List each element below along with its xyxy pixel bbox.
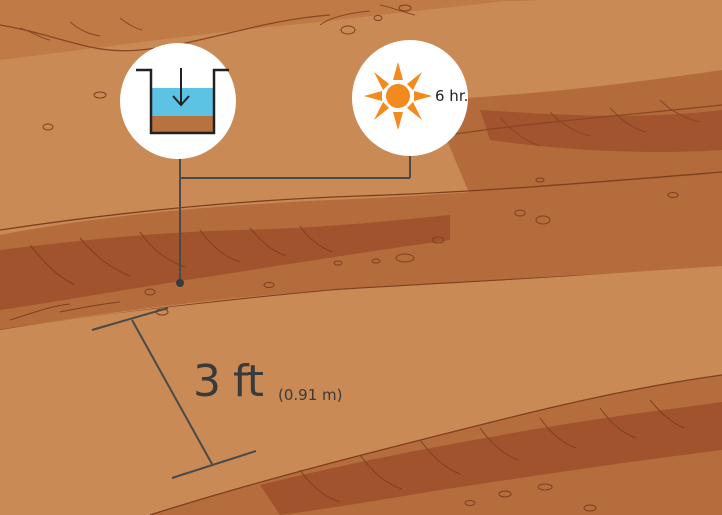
drainage-icon [120, 43, 236, 159]
garden-row-bottom [149, 374, 722, 515]
callout-anchor-dot [176, 279, 184, 287]
callout-connector [179, 155, 411, 283]
garden-row-top [0, 0, 722, 60]
sun-icon [352, 40, 468, 156]
row-spacing-metric-label: (0.91 m) [278, 386, 343, 404]
garden-row-upper [419, 70, 722, 195]
sun-hours-label: 6 hr. [435, 87, 469, 105]
row-spacing-measure [91, 307, 257, 479]
row-spacing-label: 3 ft [193, 356, 264, 407]
